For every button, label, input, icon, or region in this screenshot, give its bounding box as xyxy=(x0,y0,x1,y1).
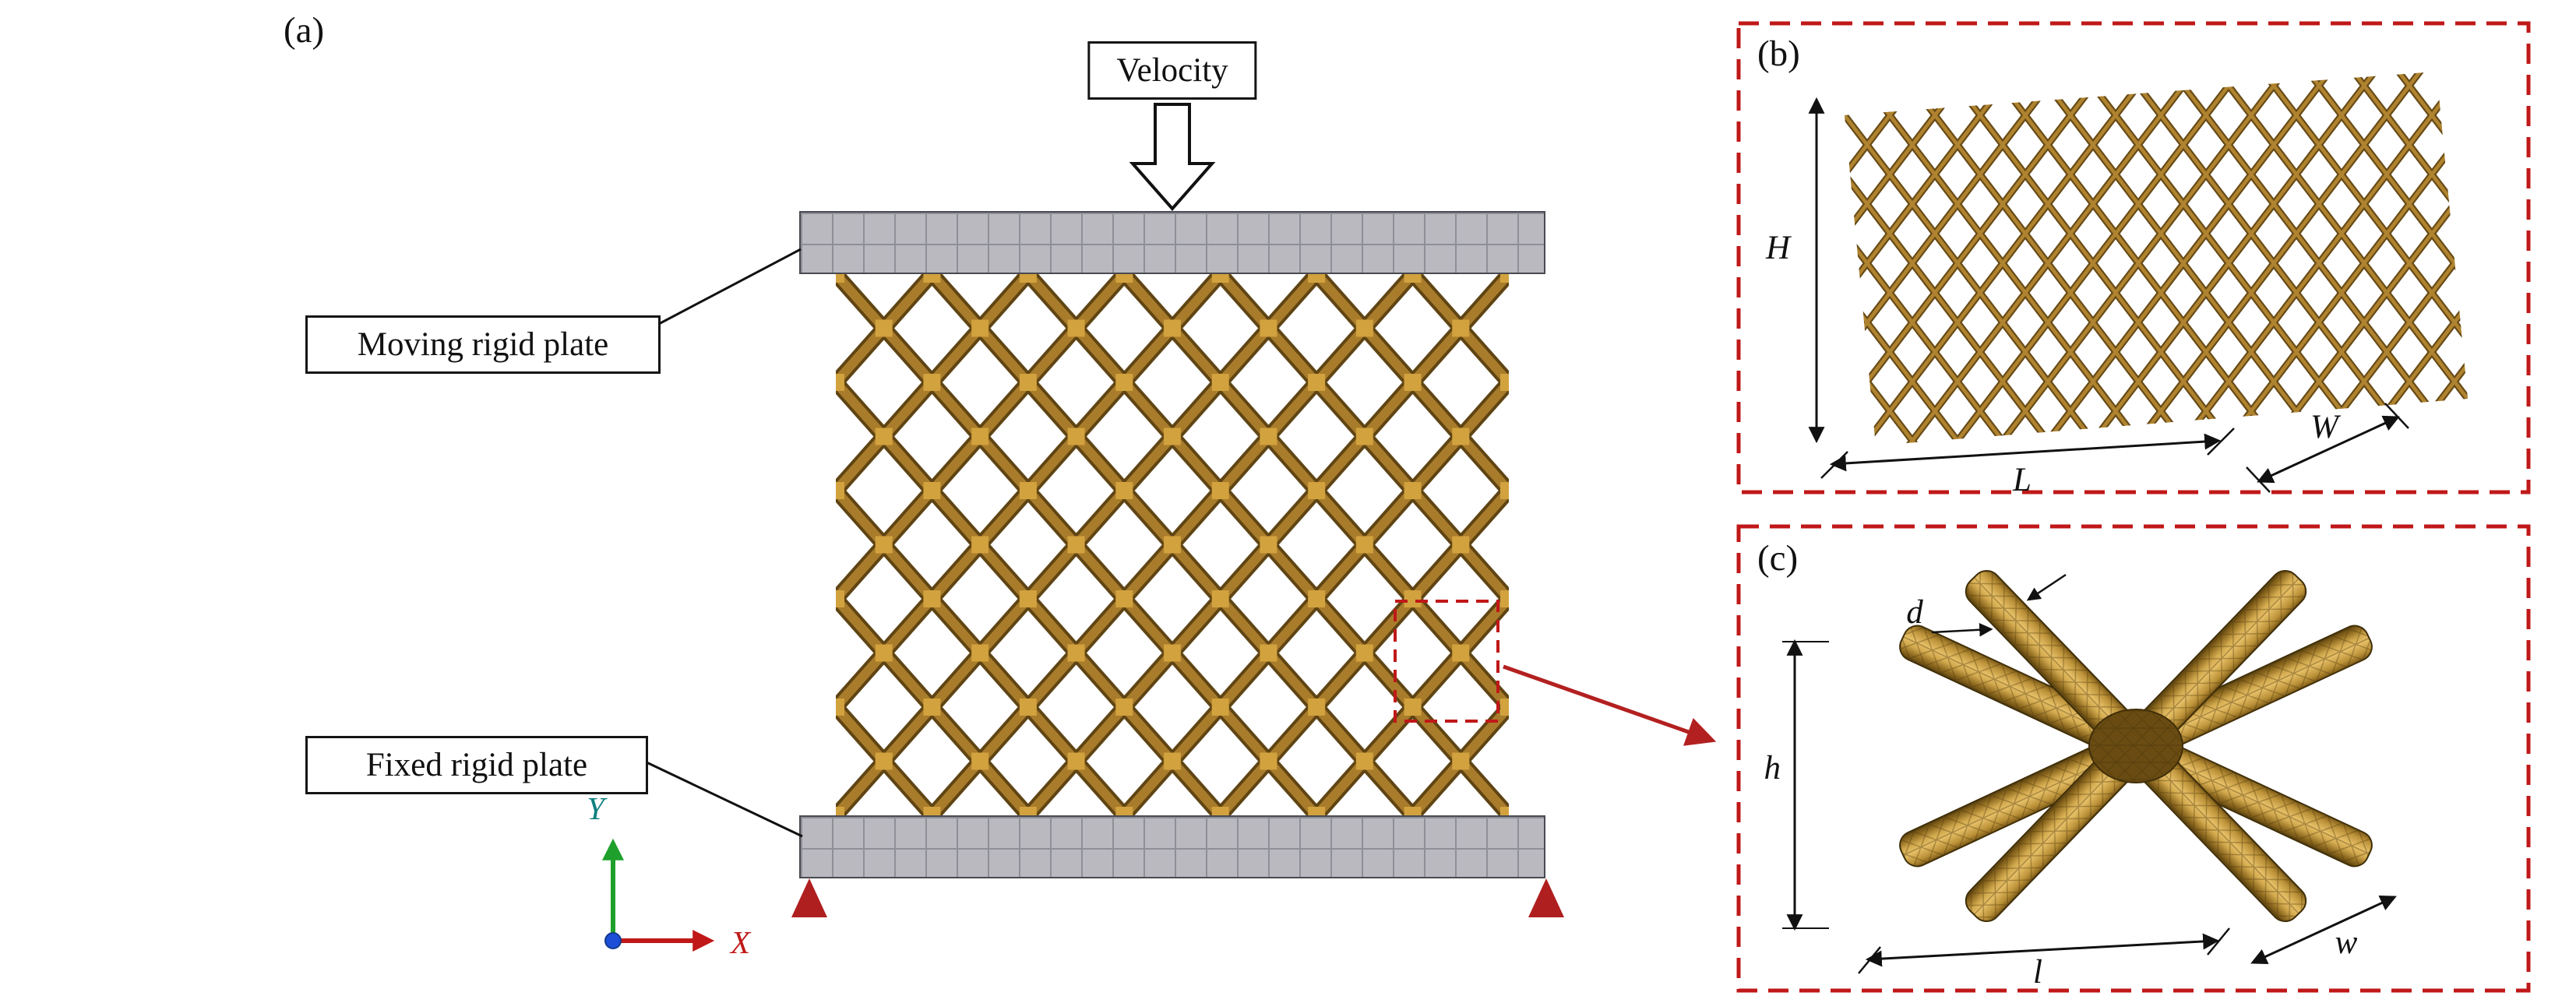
origin-dot-icon xyxy=(604,932,622,949)
dim-L-line xyxy=(1829,433,2222,472)
unit-cell-struts xyxy=(1899,569,2373,923)
velocity-arrow-icon xyxy=(1129,103,1216,212)
panel-c-label: (c) xyxy=(1757,538,1799,579)
dim-L-label: L xyxy=(2012,462,2032,498)
dim-l-tick-left xyxy=(1858,946,1881,974)
dim-l-line xyxy=(1865,933,2220,967)
fixed-plate-leader-line xyxy=(644,760,803,838)
dim-w-line xyxy=(2250,895,2397,965)
dim-W-tick-right xyxy=(2384,403,2409,429)
dim-l-tick-right xyxy=(2207,927,2230,956)
panel-b-dimensions xyxy=(1808,97,2409,493)
fixed-rigid-plate xyxy=(799,815,1545,878)
dim-d-label: d xyxy=(1906,594,1923,631)
dim-w-label: w xyxy=(2335,924,2358,961)
dim-W-label: W xyxy=(2310,409,2342,445)
dim-W-tick-left xyxy=(2246,466,2271,493)
lattice-specimen xyxy=(836,274,1509,815)
zoom-connector-arrow-icon xyxy=(1503,664,1717,746)
dim-W-line xyxy=(2257,415,2400,484)
moving-plate-callout: Moving rigid plate xyxy=(305,315,661,375)
dim-l-label: l xyxy=(2033,954,2042,991)
dim-L-tick-right xyxy=(2207,428,2235,456)
unit-cell-highlight-box xyxy=(1394,600,1499,723)
axis-y-label: Y xyxy=(587,790,608,826)
panel-c-frame xyxy=(1736,524,2531,993)
moving-rigid-plate xyxy=(799,211,1545,274)
dim-H-label: H xyxy=(1765,230,1792,266)
lattice-3d-block xyxy=(1845,72,2468,445)
dim-d-arrow-right xyxy=(2026,573,2067,601)
panel-b-label: (b) xyxy=(1757,33,1800,74)
panel-a-label: (a) xyxy=(284,10,325,51)
axis-x-label: X xyxy=(729,924,752,960)
panel-b-frame xyxy=(1736,21,2531,494)
dim-L-tick-left xyxy=(1820,451,1848,479)
panel-c-dimensions xyxy=(1782,573,2397,974)
dim-h-label: h xyxy=(1764,750,1781,787)
support-triangle-right xyxy=(1528,878,1564,917)
moving-plate-leader-line xyxy=(655,248,802,327)
coordinate-axes: Y X xyxy=(587,790,752,960)
fixed-plate-callout: Fixed rigid plate xyxy=(305,736,648,795)
velocity-callout: Velocity xyxy=(1087,41,1257,100)
dim-d-arrow-left xyxy=(1931,623,1993,637)
support-triangle-left xyxy=(791,878,827,917)
